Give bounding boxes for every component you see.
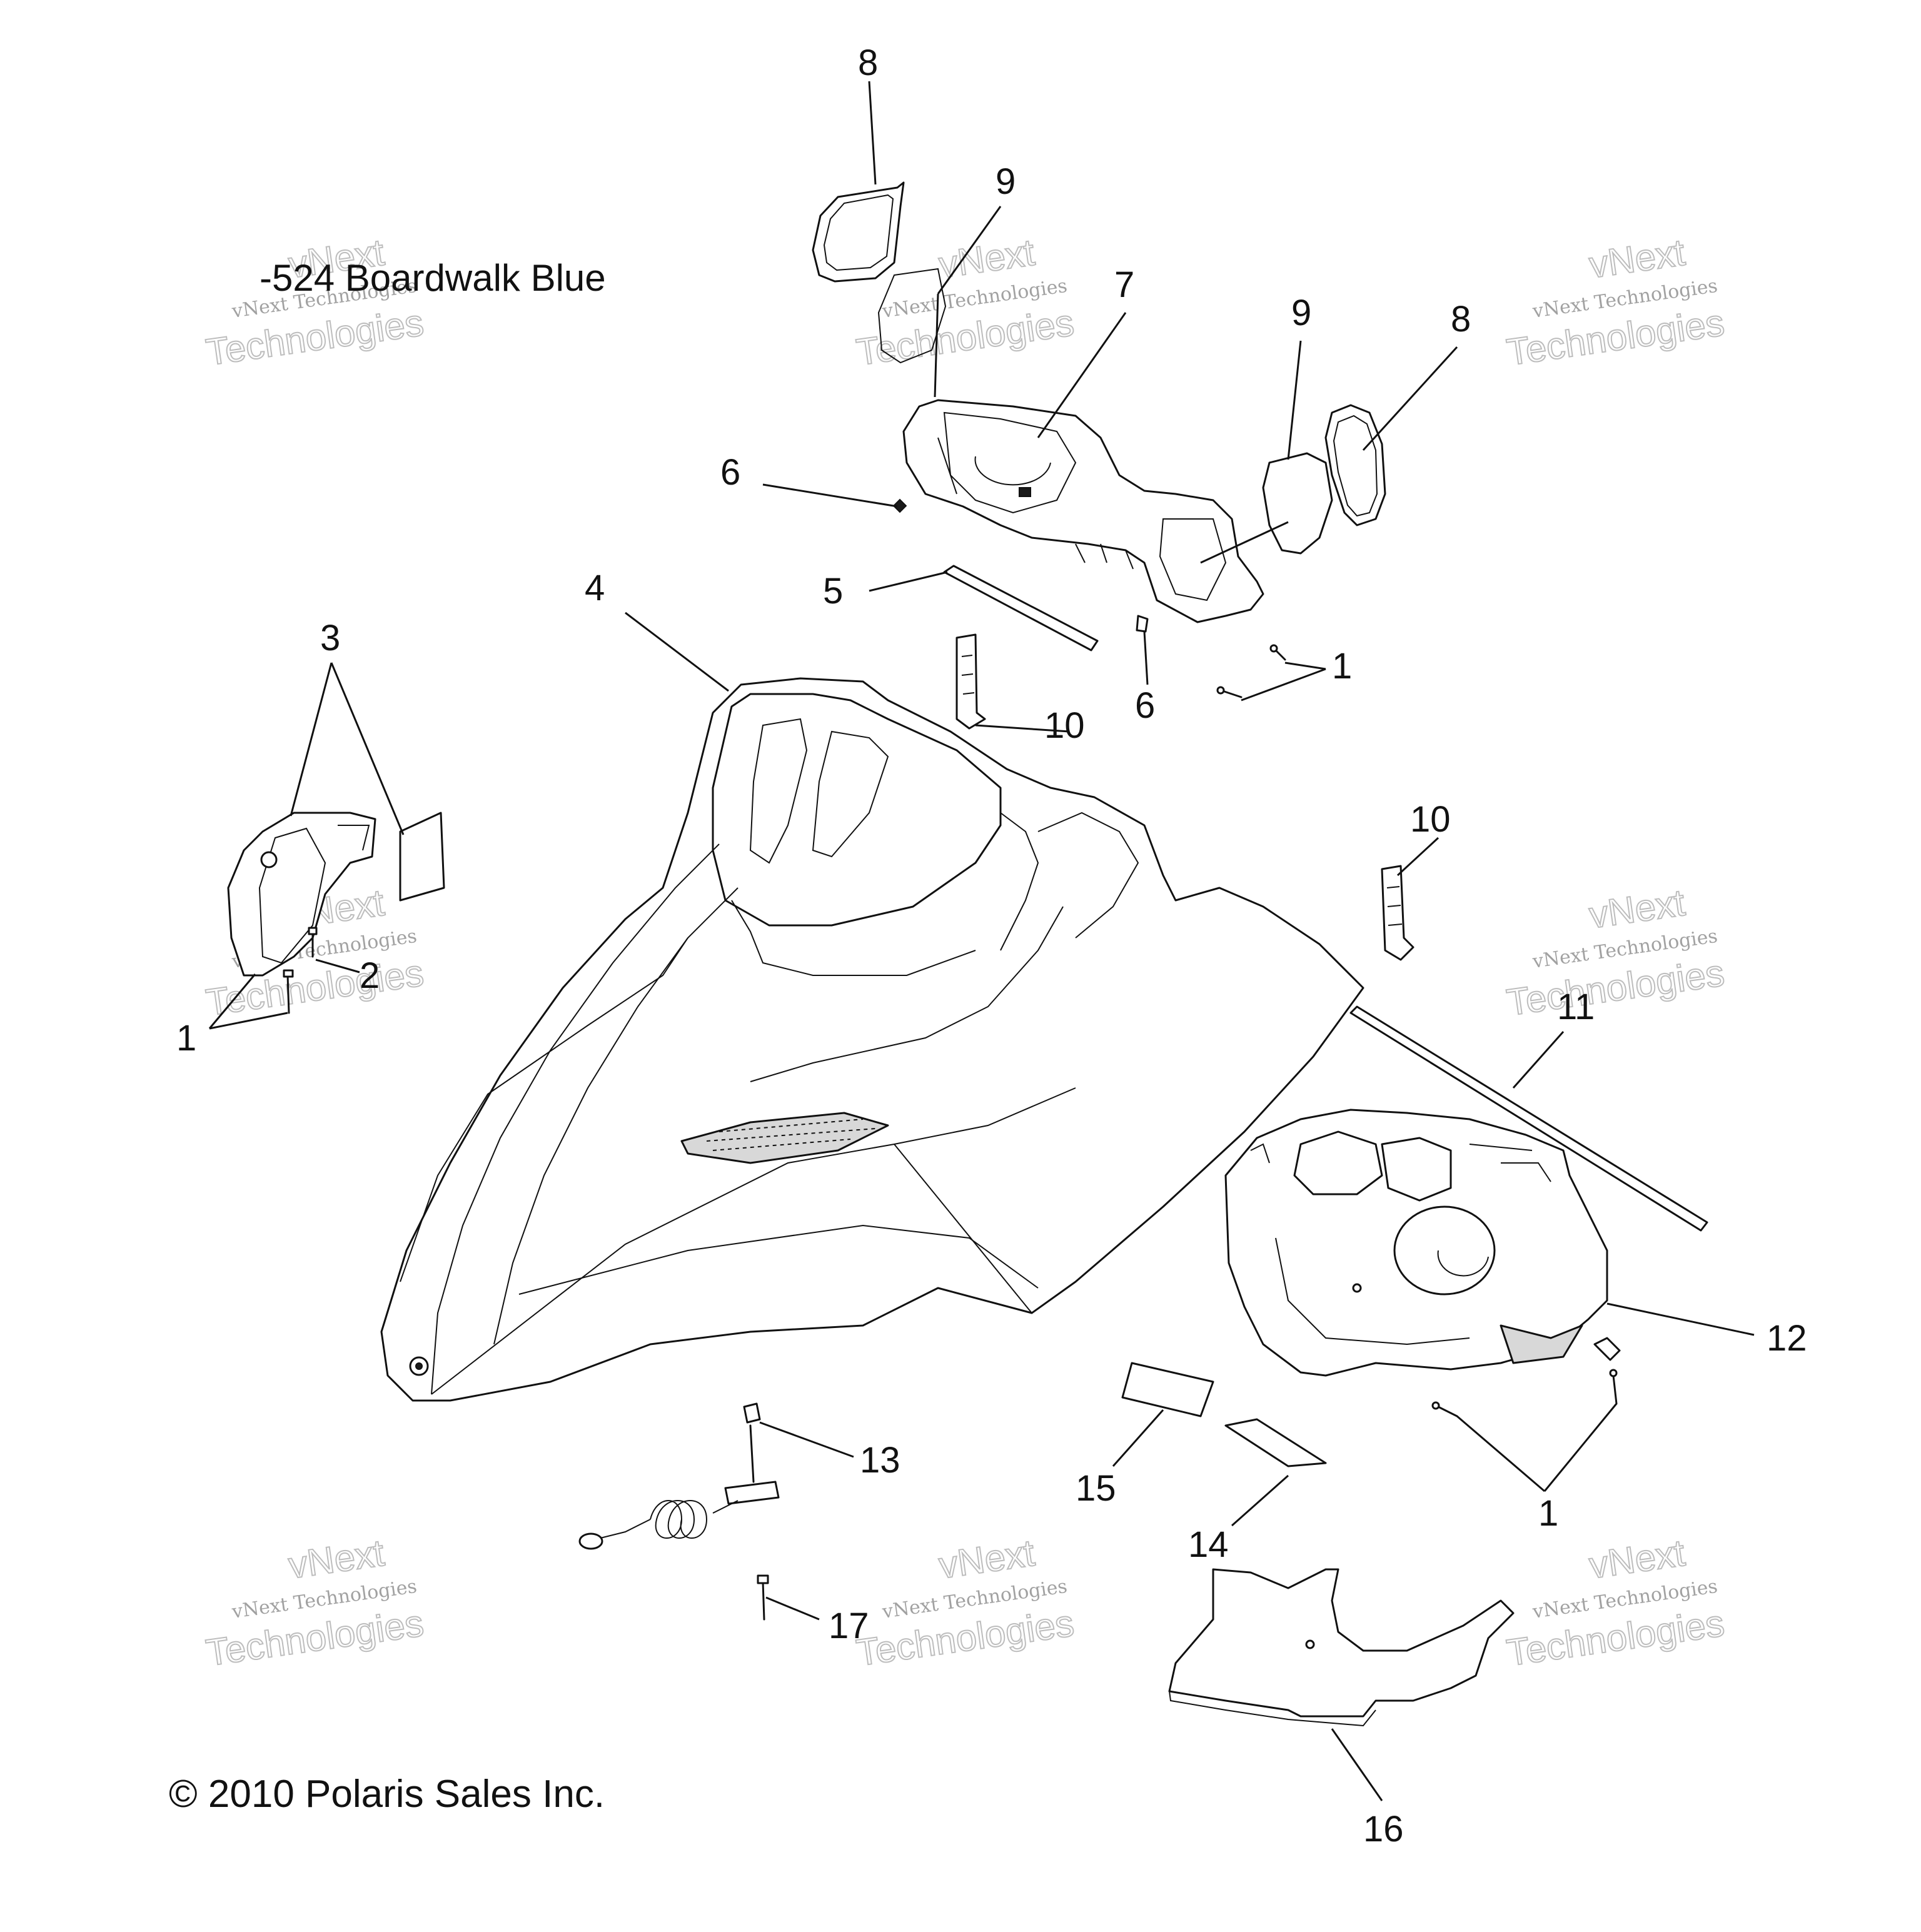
part-1-console-screws	[1431, 1337, 1621, 1417]
callout-9-right: 9	[1291, 293, 1311, 333]
diagram-title: -524 Boardwalk Blue	[260, 257, 606, 299]
callout-9-top: 9	[996, 161, 1016, 202]
part-6-upper-fastener	[892, 498, 907, 513]
part-8-top-bezel-ring	[812, 181, 905, 283]
part-16-pad	[1168, 1568, 1515, 1727]
watermark-top-left: vNext vNext Technologies Technologies	[203, 231, 426, 374]
callout-12: 12	[1767, 1318, 1807, 1359]
callout-1-bottom: 1	[1538, 1493, 1558, 1534]
part-9-right-lens	[1262, 452, 1333, 555]
callout-4: 4	[585, 568, 605, 608]
copyright-text: © 2010 Polaris Sales Inc.	[169, 1773, 605, 1816]
svg-text:vNext: vNext	[936, 1532, 1037, 1587]
part-1-mirror-screw	[283, 969, 294, 1014]
part-13-nut	[743, 1402, 761, 1424]
svg-text:vNext: vNext	[1586, 882, 1688, 937]
watermark-top-right: vNext vNext Technologies Technologies	[1503, 231, 1727, 374]
part-15-decal	[1121, 1362, 1214, 1417]
svg-text:vNext: vNext	[1586, 231, 1688, 286]
callout-2: 2	[360, 955, 380, 996]
watermark-middle-right: vNext vNext Technologies Technologies	[1503, 881, 1727, 1024]
callout-5: 5	[823, 571, 843, 611]
callout-14: 14	[1188, 1524, 1229, 1565]
callout-15: 15	[1076, 1468, 1116, 1509]
watermark-bottom-center: vNext vNext Technologies Technologies	[853, 1531, 1077, 1674]
leader-lines	[208, 81, 1755, 1801]
part-7-gauge-pod	[902, 399, 1264, 623]
callout-6-bottom: 6	[1135, 685, 1155, 726]
callout-16: 16	[1363, 1809, 1404, 1849]
callout-17: 17	[829, 1606, 869, 1646]
callout-1-top: 1	[1332, 646, 1352, 687]
callout-8-right: 8	[1451, 299, 1471, 340]
part-10-left-clip	[955, 633, 986, 730]
part-1-top-screws	[1216, 644, 1286, 698]
callout-6-top: 6	[720, 452, 740, 493]
callout-7: 7	[1114, 264, 1134, 305]
watermark-bottom-right: vNext vNext Technologies Technologies	[1503, 1531, 1727, 1674]
callout-10-right: 10	[1410, 799, 1451, 840]
callout-11: 11	[1557, 987, 1595, 1027]
part-9-top-lens	[877, 268, 947, 364]
part-8-right-bezel-ring	[1324, 404, 1386, 526]
part-11-trim-strip	[1349, 1005, 1708, 1232]
svg-text:vNext: vNext	[936, 231, 1037, 286]
part-17-pin	[757, 1574, 769, 1621]
callout-10-left: 10	[1044, 705, 1085, 746]
part-6-lower-fastener	[1136, 615, 1149, 633]
part-14-decal	[1224, 1418, 1327, 1467]
callout-3: 3	[320, 618, 340, 658]
svg-text:vNext: vNext	[1586, 1532, 1688, 1587]
callout-13: 13	[860, 1440, 900, 1481]
part-3-mirror-glass	[399, 812, 445, 902]
part-4-hood	[380, 677, 1364, 1402]
watermark-bottom-left: vNext vNext Technologies Technologies	[203, 1531, 426, 1674]
part-2-mirror-fastener	[308, 927, 318, 958]
part-12-console	[1224, 1109, 1608, 1377]
part-10-right-clip	[1381, 865, 1414, 961]
callout-1-left: 1	[176, 1018, 196, 1059]
callout-8-top: 8	[858, 43, 878, 83]
svg-text:vNext: vNext	[286, 1532, 387, 1587]
tether-cable-assembly	[578, 1424, 780, 1550]
part-5-trim-strip	[943, 565, 1099, 652]
callout-labels: 8 9 7 9 8 6 5 4 3 10 6 1 10 2 1 11 12 13…	[176, 43, 1807, 1849]
